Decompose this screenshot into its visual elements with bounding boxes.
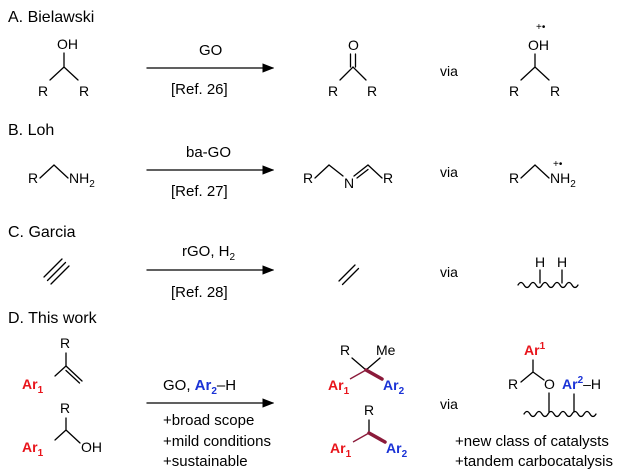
catalyst-note: +new class of catalysts — [455, 433, 609, 450]
hydroxyl-label: OH — [528, 37, 549, 53]
imine-n-label: N — [344, 175, 354, 191]
section-a-title: A. Bielawski — [8, 9, 94, 26]
via-c: via — [440, 264, 458, 280]
feature-item: +sustainable — [163, 453, 248, 470]
r-right-label: R — [79, 83, 89, 99]
ar1-label: Ar1 — [22, 439, 44, 459]
ar2-h-label: Ar2–H — [562, 375, 601, 392]
hydride-h-label: H — [557, 254, 567, 270]
r-right-label: R — [550, 83, 560, 99]
section-c: C. Garcia rGO, H2 [Ref. 28] via H H — [8, 224, 579, 301]
amine-structure: R NH2 — [28, 164, 95, 190]
ref-c: [Ref. 28] — [171, 284, 228, 301]
bond-ar2-bold — [367, 431, 387, 444]
section-d-title: D. This work — [8, 310, 98, 327]
hydride-h-label: H — [535, 254, 545, 270]
r-label: R — [28, 170, 38, 186]
bond-ar1 — [349, 369, 367, 380]
r-left-label: R — [38, 83, 48, 99]
alcohol-structure: OH R R — [38, 36, 89, 99]
reagent-c: rGO, H2 — [182, 243, 236, 263]
section-b: B. Loh R NH2 ba-GO [Ref. 27] R N R via R… — [8, 122, 576, 200]
tertiary-product: R Ar1 Ar2 — [330, 402, 408, 460]
methyl-label: Me — [376, 342, 396, 358]
reagent-d: GO, Ar2–H — [163, 377, 236, 397]
ref-b: [Ref. 27] — [171, 183, 228, 200]
r-right-label: R — [367, 83, 377, 99]
ar2-label: Ar2 — [386, 440, 408, 460]
catalyst-note: +tandem carbocatalysis — [455, 453, 613, 470]
ar1-label: Ar1 — [330, 440, 352, 460]
feature-item: +mild conditions — [163, 433, 271, 450]
via-a: via — [440, 63, 458, 79]
alcohol-substrate: R Ar1 OH — [22, 400, 102, 459]
bond-ar1 — [352, 432, 370, 443]
via-d: via — [440, 396, 458, 412]
alkene-structure — [338, 264, 360, 286]
section-b-title: B. Loh — [8, 122, 54, 139]
hydroxyl-label: OH — [57, 36, 78, 52]
via-b: via — [440, 164, 458, 180]
r-left-label: R — [509, 83, 519, 99]
ar1-label: Ar1 — [328, 377, 350, 397]
alkyne-structure — [43, 258, 70, 285]
r-label: R — [364, 402, 374, 418]
quaternary-product: R Me Ar1 Ar2 — [328, 342, 405, 397]
imine-structure: R N R — [303, 164, 393, 191]
ar1-label: Ar1 — [524, 341, 546, 358]
alkene-substrate: R Ar1 — [22, 335, 83, 396]
reagent-a: GO — [199, 42, 222, 59]
feature-item: +broad scope — [163, 412, 254, 429]
bond-ar2-bold — [364, 368, 384, 381]
ref-a: [Ref. 26] — [171, 81, 228, 98]
surface-hydride: H H — [517, 254, 579, 289]
go-bound-intermediate: Ar1 R O Ar2–H — [508, 341, 601, 418]
r-label: R — [508, 376, 518, 392]
r-label: R — [60, 400, 70, 416]
ar1-label: Ar1 — [22, 376, 44, 396]
r-label: R — [60, 335, 70, 351]
radical-cation-sign: +• — [536, 22, 546, 33]
section-d: D. This work R Ar1 R Ar1 OH GO, Ar2–H +b… — [8, 310, 613, 470]
amine-radical-cation: R +• NH2 — [509, 159, 576, 190]
section-c-title: C. Garcia — [8, 224, 76, 241]
r-left-label: R — [328, 83, 338, 99]
alcohol-radical-cation: +• OH R R — [509, 22, 560, 99]
ketone-structure: O R R — [328, 37, 377, 99]
ar2-label: Ar2 — [383, 377, 405, 397]
r-label: R — [509, 170, 519, 186]
hydroxyl-label: OH — [81, 439, 102, 455]
ether-o-label: O — [544, 376, 555, 392]
section-a: A. Bielawski OH R R GO [Ref. 26] O R R v… — [8, 9, 560, 99]
r-label: R — [340, 342, 350, 358]
reagent-b: ba-GO — [186, 144, 231, 161]
carbonyl-o-label: O — [348, 37, 359, 53]
amine-label: NH2 — [550, 170, 576, 190]
amine-label: NH2 — [69, 170, 95, 190]
radical-cation-sign: +• — [553, 159, 563, 170]
r-right-label: R — [383, 170, 393, 186]
r-left-label: R — [303, 170, 313, 186]
